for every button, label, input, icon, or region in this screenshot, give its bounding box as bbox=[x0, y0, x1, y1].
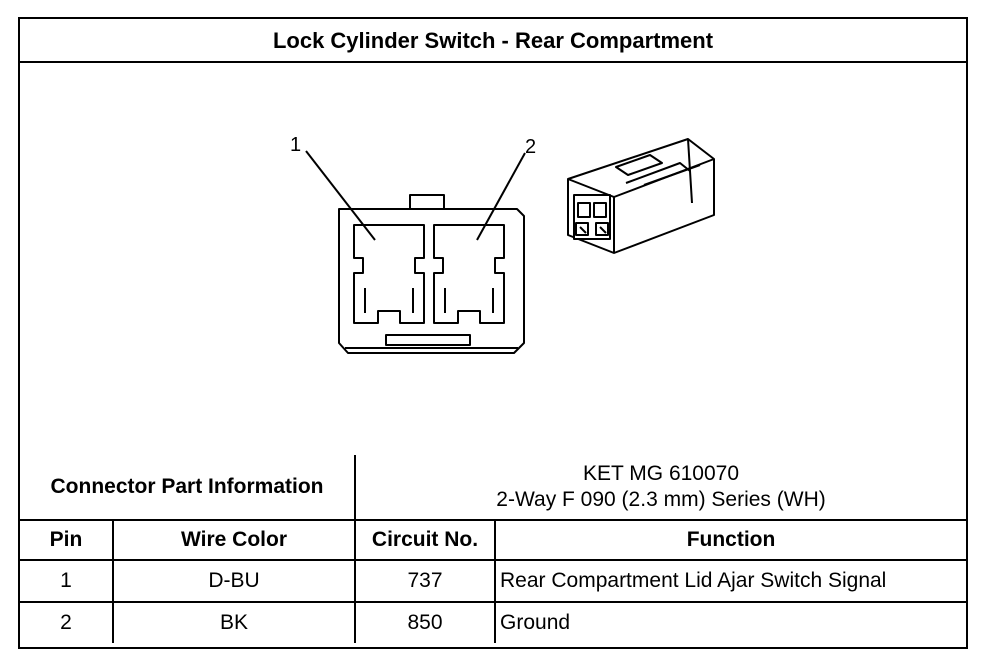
leader-line-2 bbox=[476, 152, 526, 241]
connector-part-info-label: Connector Part Information bbox=[20, 455, 357, 521]
callout-1: 1 bbox=[290, 134, 301, 156]
pin-cell: 2 bbox=[20, 601, 114, 643]
connector-part-info-value: KET MG 610070 2-Way F 090 (2.3 mm) Serie… bbox=[354, 455, 967, 521]
function-cell: Ground bbox=[494, 601, 967, 643]
header-function: Function bbox=[494, 519, 967, 561]
leader-line-1 bbox=[305, 150, 376, 241]
connector-info-table: Connector Part Information KET MG 610070… bbox=[20, 455, 967, 643]
header-circuit-no: Circuit No. bbox=[354, 519, 497, 561]
table-row: 2 BK 850 Ground bbox=[20, 601, 967, 643]
circuit-cell: 737 bbox=[354, 559, 497, 603]
cavity-2 bbox=[433, 224, 505, 324]
part-number: KET MG 610070 bbox=[582, 462, 740, 485]
header-wire-color: Wire Color bbox=[111, 519, 357, 561]
wire-color-cell: BK bbox=[111, 601, 357, 643]
header-pin: Pin bbox=[20, 519, 114, 561]
connector-3d-view bbox=[567, 138, 715, 254]
cavity-1 bbox=[353, 224, 425, 324]
connector-figure: 1 2 bbox=[20, 63, 966, 457]
connector-sheet: Lock Cylinder Switch - Rear Compartment bbox=[18, 17, 968, 649]
pin-cell: 1 bbox=[20, 559, 114, 603]
part-series: 2-Way F 090 (2.3 mm) Series (WH) bbox=[496, 488, 826, 511]
circuit-cell: 850 bbox=[354, 601, 497, 643]
connector-diagram: 1 2 bbox=[290, 134, 715, 354]
connector-face-view bbox=[338, 194, 525, 354]
page-title: Lock Cylinder Switch - Rear Compartment bbox=[20, 19, 966, 63]
table-row: 1 D-BU 737 Rear Compartment Lid Ajar Swi… bbox=[20, 559, 967, 603]
wire-color-cell: D-BU bbox=[111, 559, 357, 603]
callout-2: 2 bbox=[525, 136, 536, 158]
function-cell: Rear Compartment Lid Ajar Switch Signal bbox=[494, 559, 967, 603]
